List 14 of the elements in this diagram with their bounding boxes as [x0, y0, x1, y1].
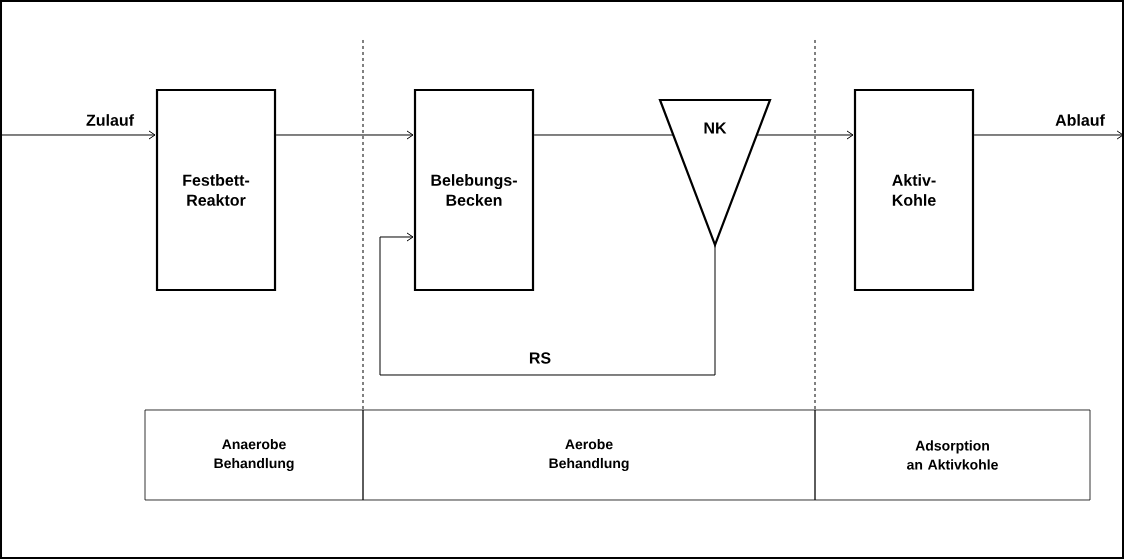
edge-label: Ablauf: [1055, 114, 1105, 126]
arrow: [275, 130, 414, 140]
process-box: Belebungs-Becken: [413, 88, 535, 292]
arrow: [973, 130, 1124, 140]
stage-cell: Anaerobe Behandlung: [144, 409, 364, 501]
arrow: [0, 130, 156, 140]
edge-label: Zulauf: [86, 114, 135, 126]
process-box: Aktiv-Kohle: [853, 88, 975, 292]
process-box: Festbett-Reaktor: [155, 88, 277, 292]
arrow: [756, 130, 854, 140]
arrow: [379, 232, 716, 376]
stage-cell: Aerobe Behandlung: [362, 409, 816, 501]
edge-label: RS: [529, 352, 551, 364]
stage-cell: Adsorption an Aktivkohle: [814, 409, 1091, 501]
